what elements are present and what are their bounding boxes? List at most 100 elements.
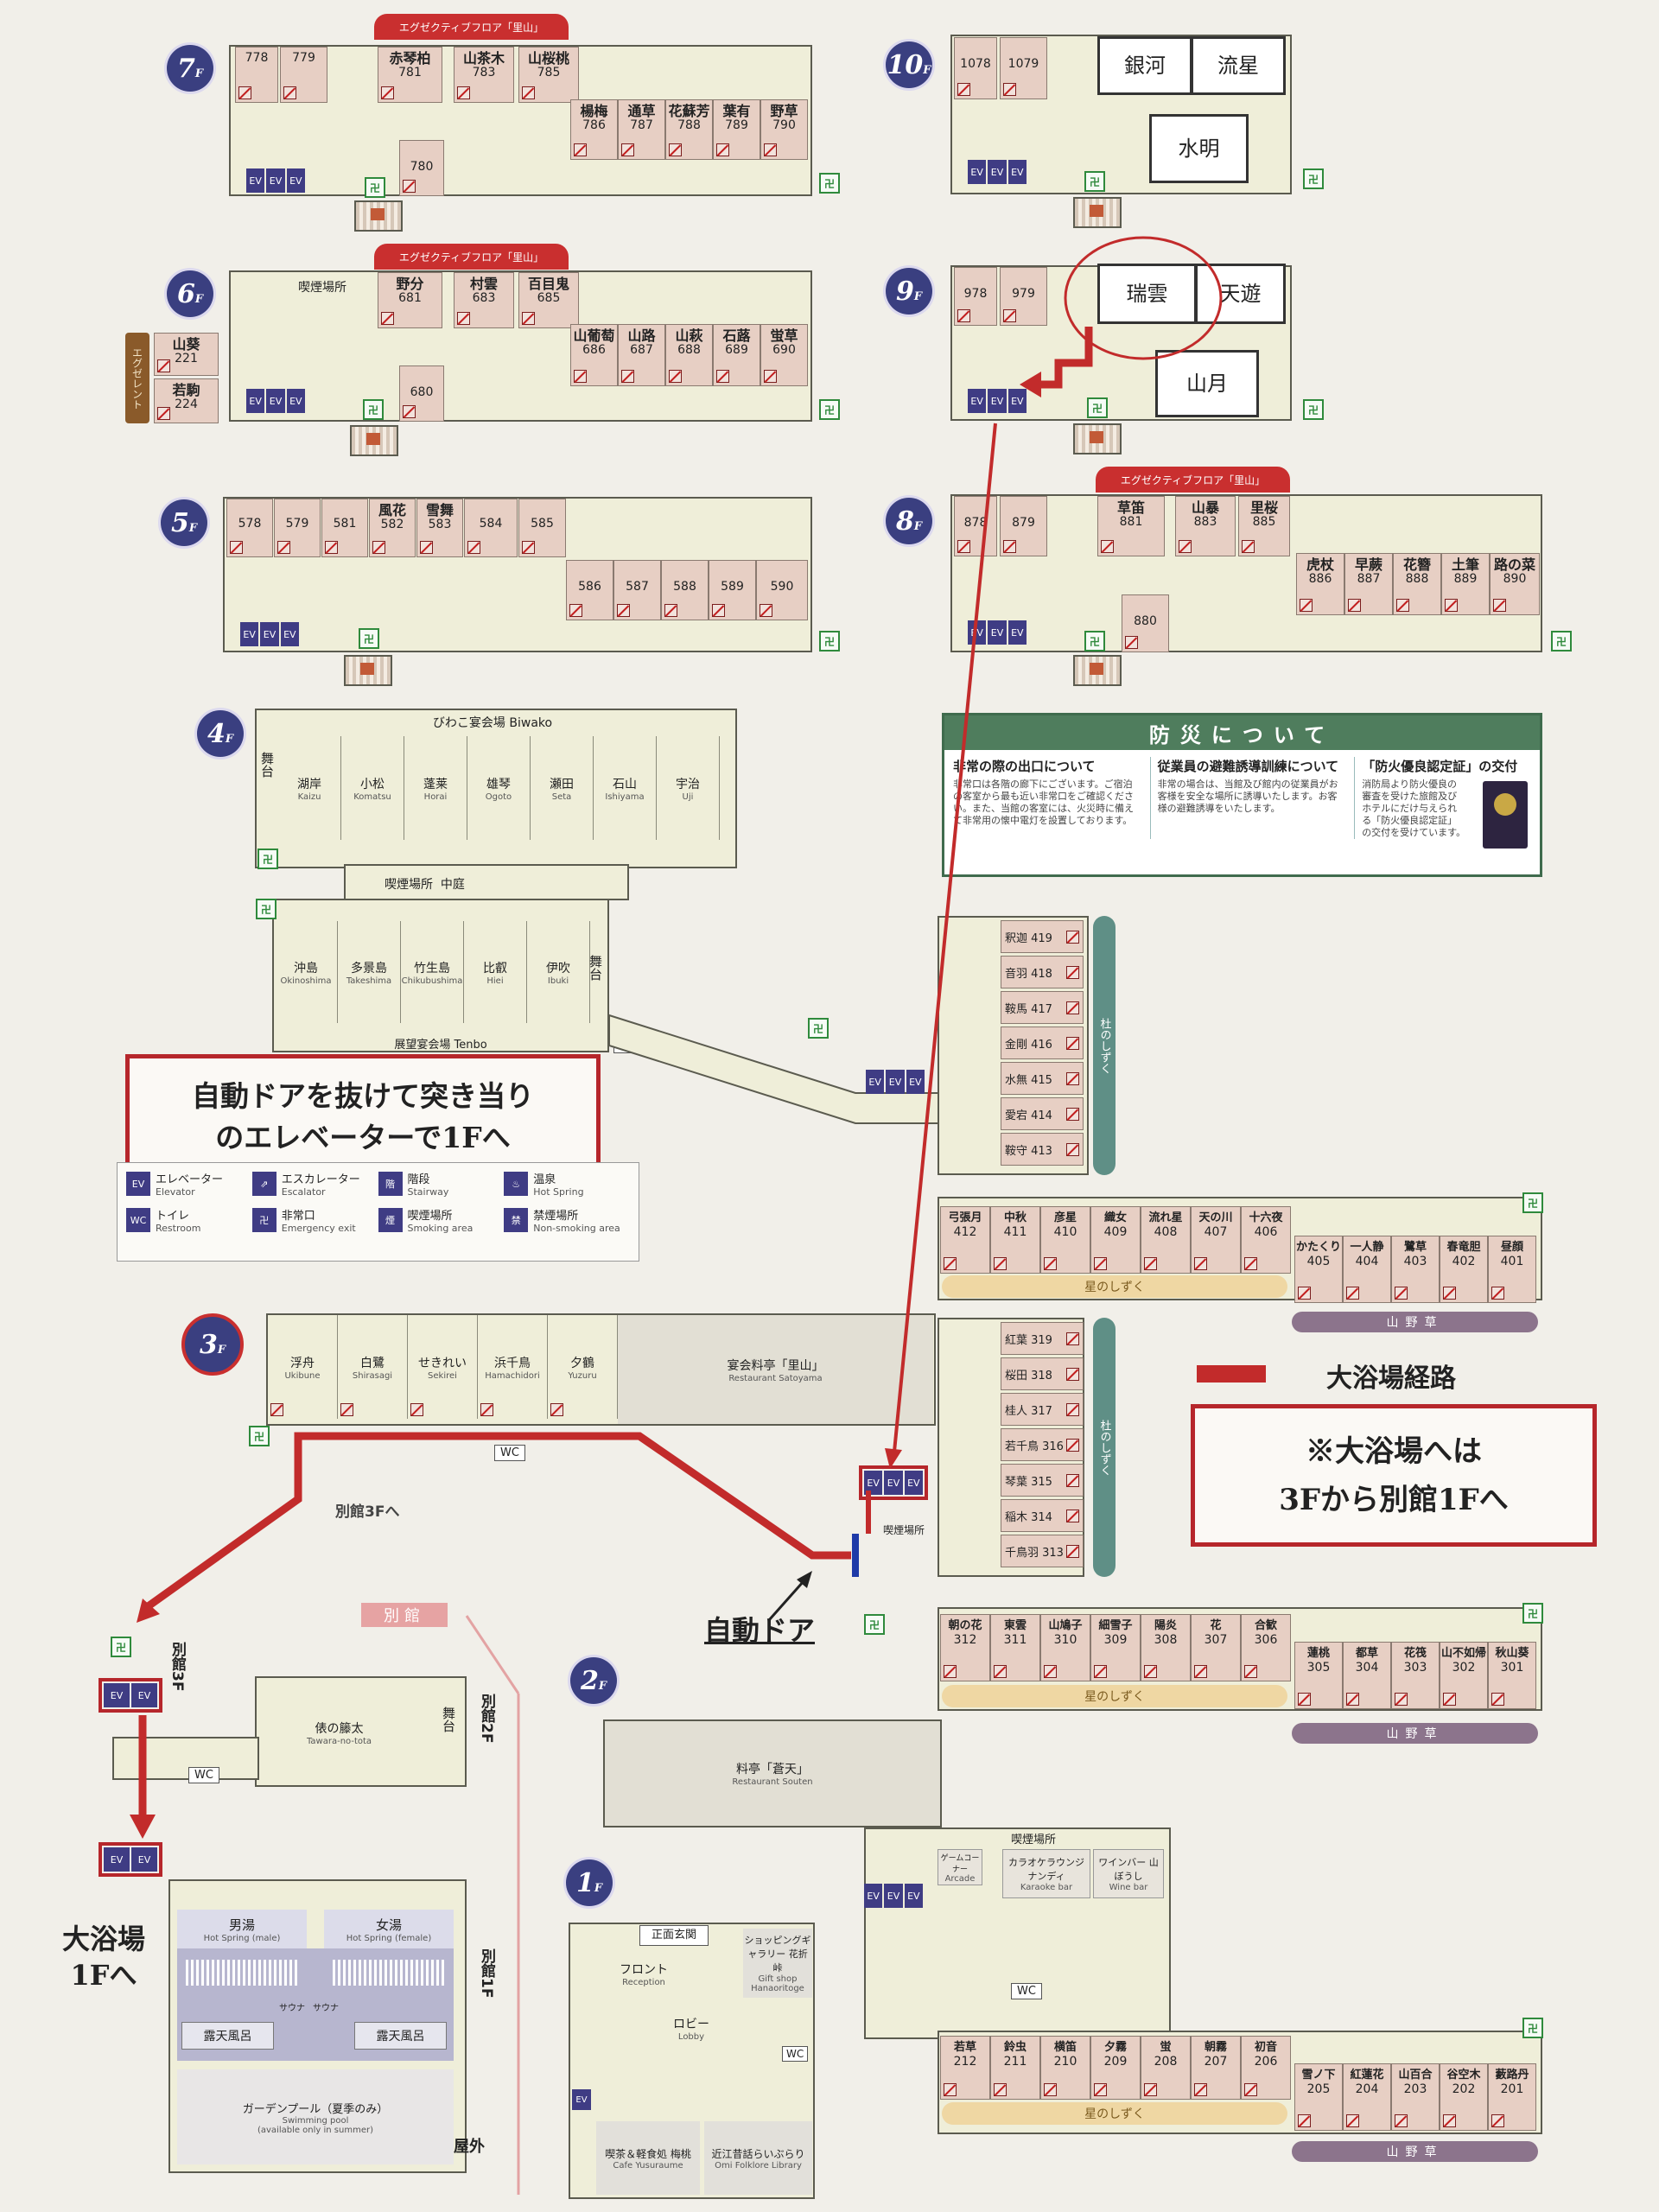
hall-tenyu[interactable]: 天遊 — [1195, 264, 1286, 324]
room-878[interactable]: 878 — [954, 496, 997, 556]
bekkan-3f-link[interactable]: 別館3Fへ — [335, 1503, 400, 1521]
room-979[interactable]: 979 — [1000, 267, 1047, 326]
room-578[interactable]: 578 — [226, 499, 273, 557]
rotenburo-men[interactable]: 露天風呂 — [181, 2022, 274, 2050]
room[interactable]: 若千鳥 316 — [1001, 1428, 1084, 1461]
room[interactable]: 愛宕 414 — [1001, 1097, 1084, 1130]
room[interactable]: 桂人 317 — [1001, 1393, 1084, 1426]
room[interactable]: 鞍守 413 — [1001, 1133, 1084, 1166]
rotenburo-women[interactable]: 露天風呂 — [354, 2022, 447, 2050]
garden-pool[interactable]: ガーデンプール（夏季のみ）Swimming pool(available onl… — [177, 2069, 454, 2164]
room[interactable]: 音羽 418 — [1001, 956, 1084, 988]
room[interactable]: 釈迦 419 — [1001, 920, 1084, 953]
room-589[interactable]: 589 — [709, 560, 756, 620]
room-1079[interactable]: 1079 — [1000, 37, 1047, 99]
room-780[interactable]: 780 — [399, 140, 444, 196]
room[interactable]: 桜田 318 — [1001, 1357, 1084, 1390]
room[interactable]: 鞍馬 417 — [1001, 991, 1084, 1024]
hall-ginga[interactable]: 銀河 — [1097, 36, 1192, 95]
restaurant-souten[interactable]: 料亭「蒼天」Restaurant Souten — [605, 1721, 940, 1826]
room[interactable]: 水無 415 — [1001, 1062, 1084, 1095]
room-588[interactable]: 588 — [661, 560, 709, 620]
room-581[interactable]: 581 — [321, 499, 368, 557]
room[interactable]: 紅葉 319 — [1001, 1322, 1084, 1355]
room[interactable]: 稲木 314 — [1001, 1499, 1084, 1532]
room-879[interactable]: 879 — [1000, 496, 1047, 556]
room-585[interactable]: 585 — [518, 499, 566, 557]
room-779[interactable]: 779 — [280, 47, 327, 103]
hall-ryusei[interactable]: 流星 — [1191, 36, 1286, 95]
room[interactable]: 琴葉 315 — [1001, 1464, 1084, 1497]
room-778[interactable]: 778 — [235, 47, 278, 103]
restaurant-satoyama[interactable]: 宴会料亭「里山」Restaurant Satoyama — [618, 1315, 933, 1424]
room-590[interactable]: 590 — [756, 560, 808, 620]
room-880[interactable]: 880 — [1122, 594, 1169, 652]
hall-suimei[interactable]: 水明 — [1149, 114, 1249, 183]
